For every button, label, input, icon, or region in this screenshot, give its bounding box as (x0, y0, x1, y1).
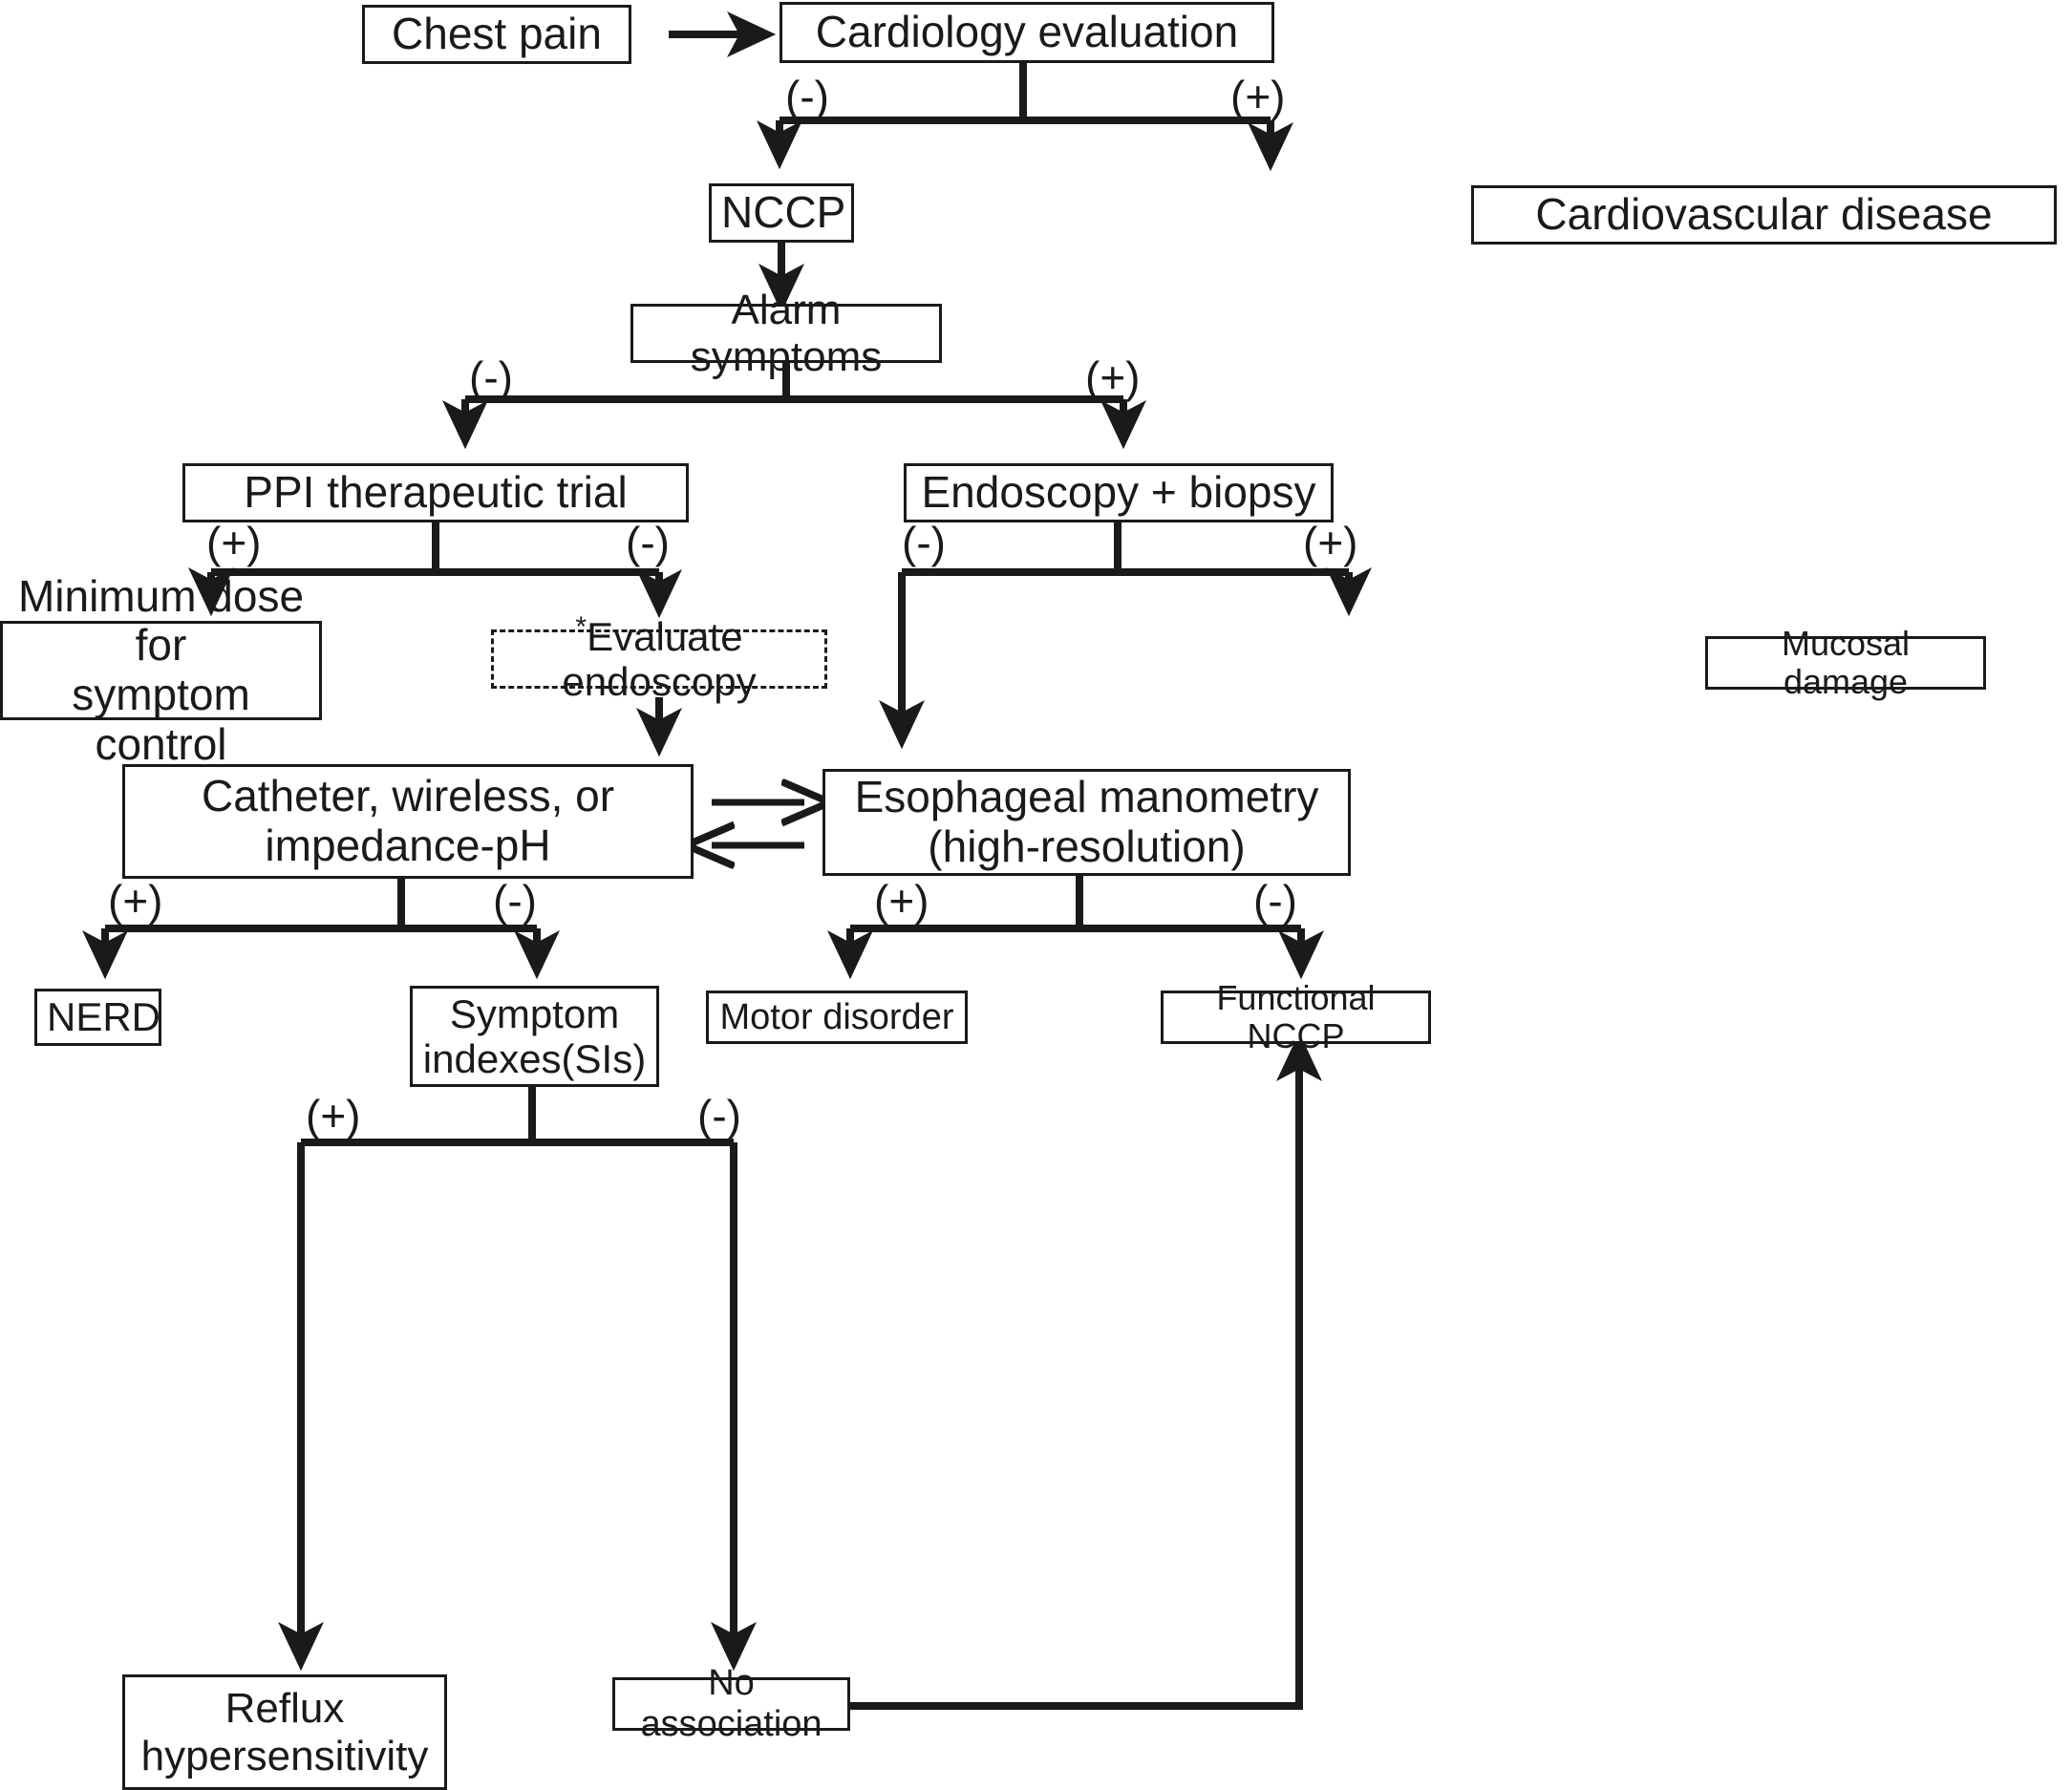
node-label-cardiology-evaluation: Cardiology evaluation (815, 7, 1239, 57)
node-mucosal-damage[interactable]: Mucosal damage (1705, 624, 1986, 701)
footnote-asterisk: * (575, 610, 587, 643)
branch-label-symptom-index-negative: (-) (697, 1091, 741, 1140)
node-motor-disorder[interactable]: Motor disorder (706, 991, 968, 1044)
node-label-symptom-indexes: Symptom indexes(SIs) (422, 991, 647, 1081)
node-alarm-symptoms[interactable]: Alarm symptoms (630, 287, 942, 380)
node-label-no-association: No association (640, 1663, 822, 1744)
node-label-mucosal-damage: Mucosal damage (1781, 623, 1911, 701)
branch-label-ph-positive: (+) (108, 876, 163, 926)
node-label-alarm-symptoms: Alarm symptoms (690, 286, 883, 380)
node-label-nccp: NCCP (721, 187, 846, 238)
branch-label-ppi-positive: (+) (206, 518, 262, 567)
branch-label-symptom-index-positive: (+) (306, 1091, 361, 1140)
branch-label-manometry-negative: (-) (1253, 876, 1297, 926)
node-label-motor-disorder: Motor disorder (719, 996, 954, 1037)
node-nccp[interactable]: NCCP (709, 183, 854, 243)
node-nerd[interactable]: NERD (34, 989, 161, 1046)
node-label-ppi-therapeutic-trial: PPI therapeutic trial (244, 467, 628, 518)
node-label-evaluate-endoscopy: *Evaluate endoscopy (494, 610, 824, 704)
node-reflux-hypersensitivity[interactable]: Reflux hypersensitivity (122, 1674, 447, 1790)
node-label-reflux-hypersensitivity: Reflux hypersensitivity (140, 1685, 429, 1779)
node-no-association[interactable]: No association (612, 1663, 850, 1744)
node-ppi-therapeutic-trial[interactable]: PPI therapeutic trial (182, 463, 689, 522)
node-label-functional-nccp: Functional NCCP (1216, 977, 1376, 1055)
node-label-catheter-wireless-impedance-ph: Catheter, wireless, or impedance-pH (201, 771, 615, 870)
edge-catheter-manometry-exchange (712, 802, 804, 845)
node-label-nerd: NERD (47, 994, 161, 1040)
node-minimum-dose[interactable]: Minimum dose for symptom control (0, 571, 322, 768)
node-chest-pain[interactable]: Chest pain (362, 5, 631, 64)
branch-label-ph-negative: (-) (493, 876, 537, 926)
node-endoscopy-biopsy[interactable]: Endoscopy + biopsy (904, 463, 1334, 522)
node-label-esophageal-manometry: Esophageal manometry (high-resolution) (854, 772, 1319, 871)
branch-label-ppi-negative: (-) (626, 518, 670, 567)
node-label-evaluate-endoscopy-text: Evaluate endoscopy (562, 613, 757, 704)
node-symptom-indexes[interactable]: Symptom indexes(SIs) (410, 986, 659, 1087)
branch-label-cardiology-negative: (-) (785, 72, 829, 121)
branch-label-alarm-positive: (+) (1085, 352, 1141, 402)
branch-label-alarm-negative: (-) (469, 352, 513, 402)
node-label-endoscopy-biopsy: Endoscopy + biopsy (921, 467, 1316, 518)
branch-label-endoscopy-positive: (+) (1303, 518, 1358, 567)
node-evaluate-endoscopy[interactable]: *Evaluate endoscopy (491, 612, 827, 704)
node-label-chest-pain: Chest pain (392, 9, 602, 59)
branch-label-endoscopy-negative: (-) (902, 518, 946, 567)
node-cardiology-evaluation[interactable]: Cardiology evaluation (780, 2, 1274, 63)
node-esophageal-manometry[interactable]: Esophageal manometry (high-resolution) (822, 769, 1351, 876)
node-label-cardiovascular-disease: Cardiovascular disease (1535, 189, 1993, 240)
node-catheter-wireless-impedance-ph[interactable]: Catheter, wireless, or impedance-pH (122, 764, 694, 879)
branch-label-manometry-positive: (+) (874, 876, 929, 926)
node-cardiovascular-disease[interactable]: Cardiovascular disease (1471, 185, 2057, 245)
node-functional-nccp[interactable]: Functional NCCP (1161, 978, 1431, 1055)
branch-label-cardiology-positive: (+) (1230, 72, 1286, 121)
node-label-minimum-dose: Minimum dose for symptom control (17, 570, 305, 769)
